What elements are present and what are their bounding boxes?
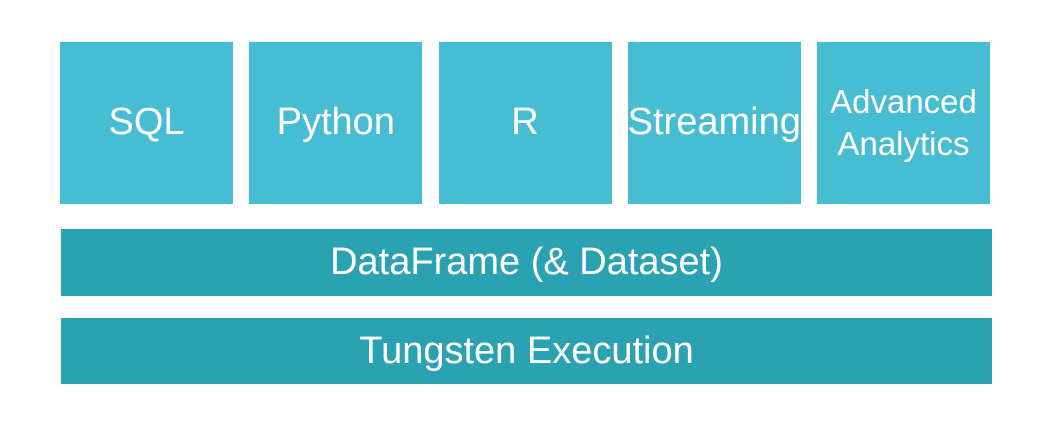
box-python-label: Python [276, 101, 395, 144]
layer-tungsten-execution: Tungsten Execution [61, 318, 992, 384]
box-python: Python [249, 42, 423, 204]
layer-tungsten-execution-label: Tungsten Execution [359, 329, 694, 372]
box-sql: SQL [60, 42, 233, 204]
box-advanced-analytics: Advanced Analytics [817, 42, 990, 204]
box-r: R [438, 42, 612, 204]
box-streaming: Streaming [628, 42, 801, 204]
box-streaming-label: Streaming [627, 101, 801, 144]
layer-dataframe-dataset-label: DataFrame (& Dataset) [330, 241, 723, 283]
box-advanced-analytics-label: Advanced Analytics [830, 82, 977, 162]
box-sql-label: SQL [108, 101, 185, 144]
box-r-label: R [511, 101, 539, 144]
api-layer-row: SQL Python R Streaming Advanced Analytic… [60, 42, 990, 204]
layer-dataframe-dataset: DataFrame (& Dataset) [61, 229, 992, 296]
